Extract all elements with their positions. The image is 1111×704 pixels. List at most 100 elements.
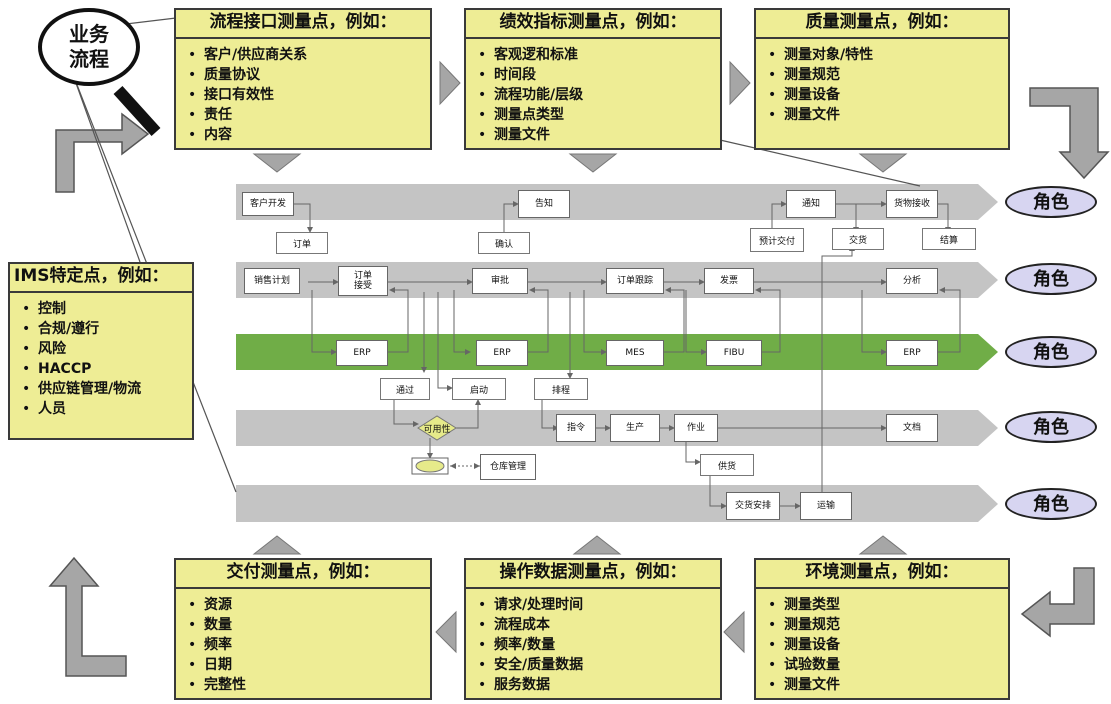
list-item: 服务数据 bbox=[478, 675, 720, 695]
node-production: 生产 bbox=[610, 414, 660, 442]
list-item: 测量规范 bbox=[768, 615, 1008, 635]
list-item: HACCP bbox=[22, 359, 192, 379]
list-item: 测量对象/特性 bbox=[768, 45, 1008, 65]
list-item: 接口有效性 bbox=[188, 85, 430, 105]
node-order-tracking: 订单跟踪 bbox=[606, 268, 664, 294]
panel-title: 绩效指标测量点，例如： bbox=[466, 10, 720, 39]
panel-title: 交付测量点，例如： bbox=[176, 560, 430, 589]
elbow-arrow-top-right bbox=[1029, 87, 1110, 180]
magnifier-label-2: 流程 bbox=[69, 47, 109, 71]
node-approve: 审批 bbox=[472, 268, 528, 294]
list-item: 测量点类型 bbox=[478, 105, 720, 125]
list-item: 测量设备 bbox=[768, 85, 1008, 105]
list-item: 完整性 bbox=[188, 675, 430, 695]
node-goods-receipt: 货物接收 bbox=[886, 190, 938, 218]
list-item: 供应链管理/物流 bbox=[22, 379, 192, 399]
panel-operation: 操作数据测量点，例如： 请求/处理时间 流程成本 频率/数量 安全/质量数据 服… bbox=[464, 558, 722, 700]
panel-quality: 质量测量点，例如： 测量对象/特性 测量规范 测量设备 测量文件 bbox=[754, 8, 1010, 150]
list-item: 时间段 bbox=[478, 65, 720, 85]
lane-5 bbox=[236, 485, 998, 522]
node-notice: 通知 bbox=[786, 190, 836, 218]
panel-interface: 流程接口测量点，例如： 客户/供应商关系 质量协议 接口有效性 责任 内容 bbox=[174, 8, 432, 150]
doc-order: 订单 bbox=[276, 232, 328, 254]
node-sales-plan: 销售计划 bbox=[244, 268, 300, 294]
node-inform: 告知 bbox=[518, 190, 570, 218]
list-item: 控制 bbox=[22, 299, 192, 319]
node-erp-3: ERP bbox=[886, 340, 938, 366]
node-availability: 可用性 bbox=[423, 425, 451, 435]
role-label: 角色 bbox=[1005, 488, 1097, 520]
doc-delivery: 交货 bbox=[832, 228, 884, 250]
doc-confirm: 确认 bbox=[478, 232, 530, 254]
panel-title: 流程接口测量点，例如： bbox=[176, 10, 430, 39]
node-warehouse: 仓库管理 bbox=[480, 454, 536, 480]
panel-performance: 绩效指标测量点，例如： 客观逻和标准 时间段 流程功能/层级 测量点类型 测量文… bbox=[464, 8, 722, 150]
left-triangle-1 bbox=[723, 610, 745, 654]
node-erp-2: ERP bbox=[476, 340, 528, 366]
role-label: 角色 bbox=[1005, 186, 1097, 218]
panel-title: 环境测量点，例如： bbox=[756, 560, 1008, 589]
list-item: 测量类型 bbox=[768, 595, 1008, 615]
magnifier-glass: 业务 流程 bbox=[38, 8, 140, 86]
list-item: 测量设备 bbox=[768, 635, 1008, 655]
list-item: 测量规范 bbox=[768, 65, 1008, 85]
node-erp-1: ERP bbox=[336, 340, 388, 366]
node-invoice: 发票 bbox=[704, 268, 754, 294]
elbow-arrow-bottom-right bbox=[1020, 567, 1095, 638]
panel-delivery: 交付测量点，例如： 资源 数量 频率 日期 完整性 bbox=[174, 558, 432, 700]
list-item: 测量文件 bbox=[768, 675, 1008, 695]
panel-environment: 环境测量点，例如： 测量类型 测量规范 测量设备 试验数量 测量文件 bbox=[754, 558, 1010, 700]
node-customer-development: 客户开发 bbox=[242, 192, 294, 216]
right-triangle-2 bbox=[729, 60, 751, 106]
doc-planned-delivery: 预计交付 bbox=[750, 228, 804, 252]
node-fibu: FIBU bbox=[706, 340, 762, 366]
elbow-arrow-left bbox=[55, 112, 150, 193]
node-mes: MES bbox=[606, 340, 664, 366]
node-transport: 运输 bbox=[800, 492, 852, 520]
down-triangle-1 bbox=[252, 153, 302, 173]
list-item: 频率 bbox=[188, 635, 430, 655]
list-item: 客观逻和标准 bbox=[478, 45, 720, 65]
role-label: 角色 bbox=[1005, 336, 1097, 368]
panel-title: 操作数据测量点，例如： bbox=[466, 560, 720, 589]
role-label: 角色 bbox=[1005, 411, 1097, 443]
role-label: 角色 bbox=[1005, 263, 1097, 295]
list-item: 人员 bbox=[22, 399, 192, 419]
down-triangle-3 bbox=[858, 153, 908, 173]
list-item: 日期 bbox=[188, 655, 430, 675]
node-delivery-plan: 交货安排 bbox=[726, 492, 780, 520]
node-operation: 作业 bbox=[674, 414, 718, 442]
node-instruction: 指令 bbox=[556, 414, 596, 442]
right-triangle-1 bbox=[439, 60, 461, 106]
up-triangle-2 bbox=[572, 535, 622, 555]
doc-pass: 通过 bbox=[380, 378, 430, 400]
elbow-arrow-bottom-left bbox=[48, 556, 127, 677]
lane-1 bbox=[236, 184, 998, 220]
list-item: 数量 bbox=[188, 615, 430, 635]
doc-schedule: 排程 bbox=[534, 378, 588, 400]
list-item: 内容 bbox=[188, 125, 430, 145]
doc-settlement: 结算 bbox=[922, 228, 976, 250]
list-item: 客户/供应商关系 bbox=[188, 45, 430, 65]
list-item: 请求/处理时间 bbox=[478, 595, 720, 615]
up-triangle-3 bbox=[858, 535, 908, 555]
up-triangle-1 bbox=[252, 535, 302, 555]
panel-title: IMS特定点，例如： bbox=[10, 264, 192, 293]
list-item: 测量文件 bbox=[478, 125, 720, 145]
node-analysis: 分析 bbox=[886, 268, 938, 294]
availability-diamond bbox=[417, 415, 457, 441]
down-triangle-2 bbox=[568, 153, 618, 173]
list-item: 责任 bbox=[188, 105, 430, 125]
doc-supply: 供货 bbox=[700, 454, 754, 476]
list-item: 试验数量 bbox=[768, 655, 1008, 675]
list-item: 质量协议 bbox=[188, 65, 430, 85]
list-item: 风险 bbox=[22, 339, 192, 359]
panel-title: 质量测量点，例如： bbox=[756, 10, 1008, 39]
list-item: 资源 bbox=[188, 595, 430, 615]
magnifier-handle bbox=[113, 85, 161, 137]
panel-ims: IMS特定点，例如： 控制 合规/遵行 风险 HACCP 供应链管理/物流 人员 bbox=[8, 262, 194, 440]
magnifier-label-1: 业务 bbox=[69, 22, 109, 46]
left-triangle-2 bbox=[435, 610, 457, 654]
doc-start: 启动 bbox=[452, 378, 506, 400]
list-item: 测量文件 bbox=[768, 105, 1008, 125]
